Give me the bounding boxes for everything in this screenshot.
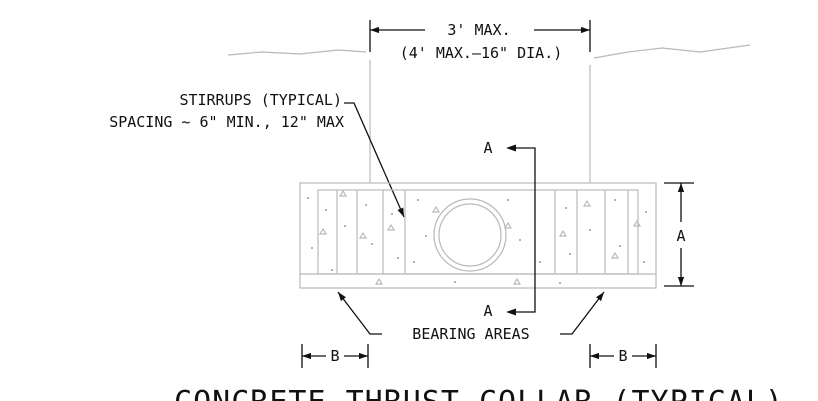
concrete-texture <box>307 189 647 285</box>
section-label-bottom: A <box>483 302 492 320</box>
height-dimension-label: A <box>676 227 685 245</box>
stirrups-spacing-label: SPACING ~ 6" MIN., 12" MAX <box>109 113 344 131</box>
top-dimension <box>369 20 591 52</box>
pipe-cross-section <box>433 198 507 272</box>
stirrups-label: STIRRUPS (TYPICAL) <box>179 91 342 109</box>
ground-line-right <box>593 44 751 59</box>
bearing-areas-label: BEARING AREAS <box>412 325 529 343</box>
concrete-collar <box>299 182 657 289</box>
section-label-top: A <box>483 139 492 157</box>
width-label-right: B <box>618 347 627 365</box>
section-cut-line <box>506 144 536 316</box>
bearing-leader-right <box>560 291 605 335</box>
width-dimension-right <box>589 344 657 368</box>
width-dimension-left <box>301 344 369 368</box>
stirrups-leader <box>344 102 405 218</box>
ground-line-left <box>227 49 367 56</box>
top-dimension-alt-label: (4' MAX.—16" DIA.) <box>400 44 563 62</box>
height-dimension <box>664 182 694 287</box>
top-dimension-label: 3' MAX. <box>447 21 510 39</box>
drawing-title: CONCRETE THRUST COLLAR (TYPICAL) <box>174 385 784 401</box>
width-label-left: B <box>330 347 339 365</box>
bearing-leader-left <box>337 291 382 335</box>
